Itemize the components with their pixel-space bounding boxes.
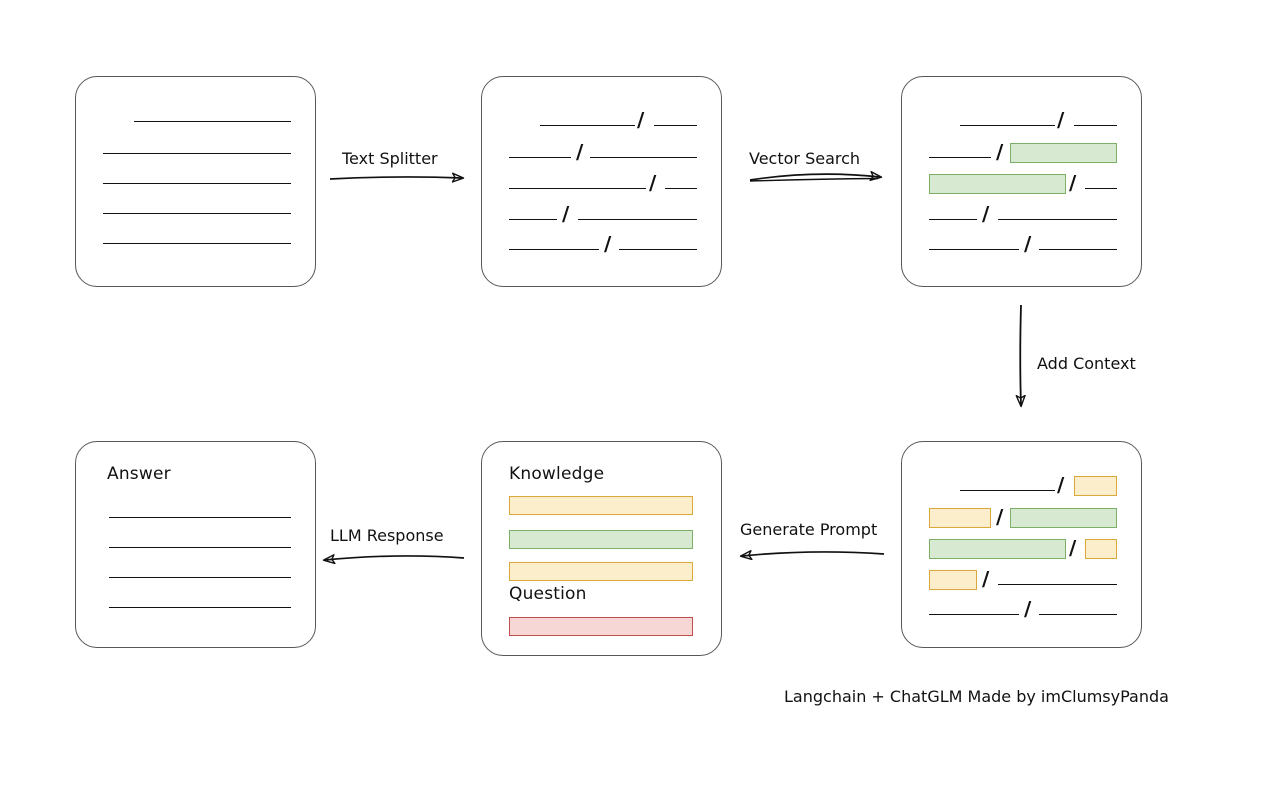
matched-chunk-highlight-a <box>1010 143 1117 163</box>
chunk-separator-3: / <box>649 170 657 195</box>
chunk-row-3-left <box>509 188 646 189</box>
context-chunk-yellow-d <box>929 570 977 590</box>
arrow-vector-search-underline <box>749 177 879 182</box>
chunk-row-5-left <box>509 249 599 250</box>
answer-label: Answer <box>107 464 171 484</box>
matched-row-5-right <box>1039 249 1117 250</box>
context-chunk-green-a <box>1010 508 1117 528</box>
context-separator-2: / <box>996 504 1004 529</box>
matched-separator-4: / <box>982 201 990 226</box>
context-separator-5: / <box>1024 596 1032 621</box>
matched-row-1-left <box>960 125 1055 126</box>
chunk-separator-2: / <box>576 139 584 164</box>
knowledge-bar-2 <box>509 530 693 549</box>
chunk-row-3-right <box>665 188 697 189</box>
matched-separator-5: / <box>1024 231 1032 256</box>
matched-row-4-left <box>929 219 977 220</box>
matched-separator-1: / <box>1057 107 1065 132</box>
context-row-5-left <box>929 614 1019 615</box>
matched-row-4-right <box>998 219 1117 220</box>
node-context-chunks[interactable]: / / / / / <box>901 441 1142 648</box>
diagram-caption: Langchain + ChatGLM Made by imClumsyPand… <box>784 687 1169 706</box>
context-separator-4: / <box>982 566 990 591</box>
context-row-5-right <box>1039 614 1117 615</box>
document-line-1 <box>134 121 291 122</box>
question-bar-1 <box>509 617 693 636</box>
matched-row-5-left <box>929 249 1019 250</box>
matched-chunk-highlight-b <box>929 174 1066 194</box>
node-split-chunks[interactable]: / / / / / <box>481 76 722 287</box>
matched-row-2-left <box>929 157 991 158</box>
edge-label-add-context: Add Context <box>1037 354 1136 373</box>
context-chunk-yellow-c <box>1085 539 1117 559</box>
question-label: Question <box>509 584 587 604</box>
context-row-4-right <box>998 584 1117 585</box>
chunk-row-1-left <box>540 125 635 126</box>
document-line-2 <box>103 153 291 154</box>
node-prompt[interactable]: Knowledge Question <box>481 441 722 656</box>
context-separator-3: / <box>1069 535 1077 560</box>
edge-label-text-splitter: Text Splitter <box>342 149 438 168</box>
node-source-document[interactable] <box>75 76 316 287</box>
matched-separator-2: / <box>996 139 1004 164</box>
matched-row-3-right <box>1085 188 1117 189</box>
context-row-1-left <box>960 490 1055 491</box>
chunk-separator-1: / <box>637 107 645 132</box>
knowledge-bar-3 <box>509 562 693 581</box>
arrow-llm-response <box>325 556 465 560</box>
document-line-3 <box>103 183 291 184</box>
node-matched-chunks[interactable]: / / / / / <box>901 76 1142 287</box>
chunk-row-2-left <box>509 157 571 158</box>
knowledge-label: Knowledge <box>509 464 605 484</box>
chunk-row-4-right <box>578 219 697 220</box>
context-chunk-yellow-b <box>929 508 991 528</box>
document-line-4 <box>103 213 291 214</box>
arrow-text-splitter <box>329 177 462 179</box>
arrow-add-context <box>1020 304 1021 405</box>
chunk-separator-5: / <box>604 231 612 256</box>
chunk-row-1-right <box>654 125 697 126</box>
answer-line-3 <box>109 577 291 578</box>
node-answer[interactable]: Answer <box>75 441 316 648</box>
edge-label-llm-response: LLM Response <box>330 526 444 545</box>
answer-line-1 <box>109 517 291 518</box>
knowledge-bar-1 <box>509 496 693 515</box>
arrow-vector-search <box>749 174 880 180</box>
chunk-separator-4: / <box>562 201 570 226</box>
chunk-row-2-right <box>590 157 697 158</box>
answer-line-2 <box>109 547 291 548</box>
context-chunk-green-b <box>929 539 1066 559</box>
chunk-row-5-right <box>619 249 697 250</box>
edge-label-generate-prompt: Generate Prompt <box>740 520 878 539</box>
context-separator-1: / <box>1057 472 1065 497</box>
context-chunk-yellow-a <box>1074 476 1117 496</box>
matched-row-1-right <box>1074 125 1117 126</box>
arrow-generate-prompt <box>742 552 885 556</box>
chunk-row-4-left <box>509 219 557 220</box>
edge-label-vector-search: Vector Search <box>749 149 861 168</box>
document-line-5 <box>103 243 291 244</box>
matched-separator-3: / <box>1069 170 1077 195</box>
answer-line-4 <box>109 607 291 608</box>
